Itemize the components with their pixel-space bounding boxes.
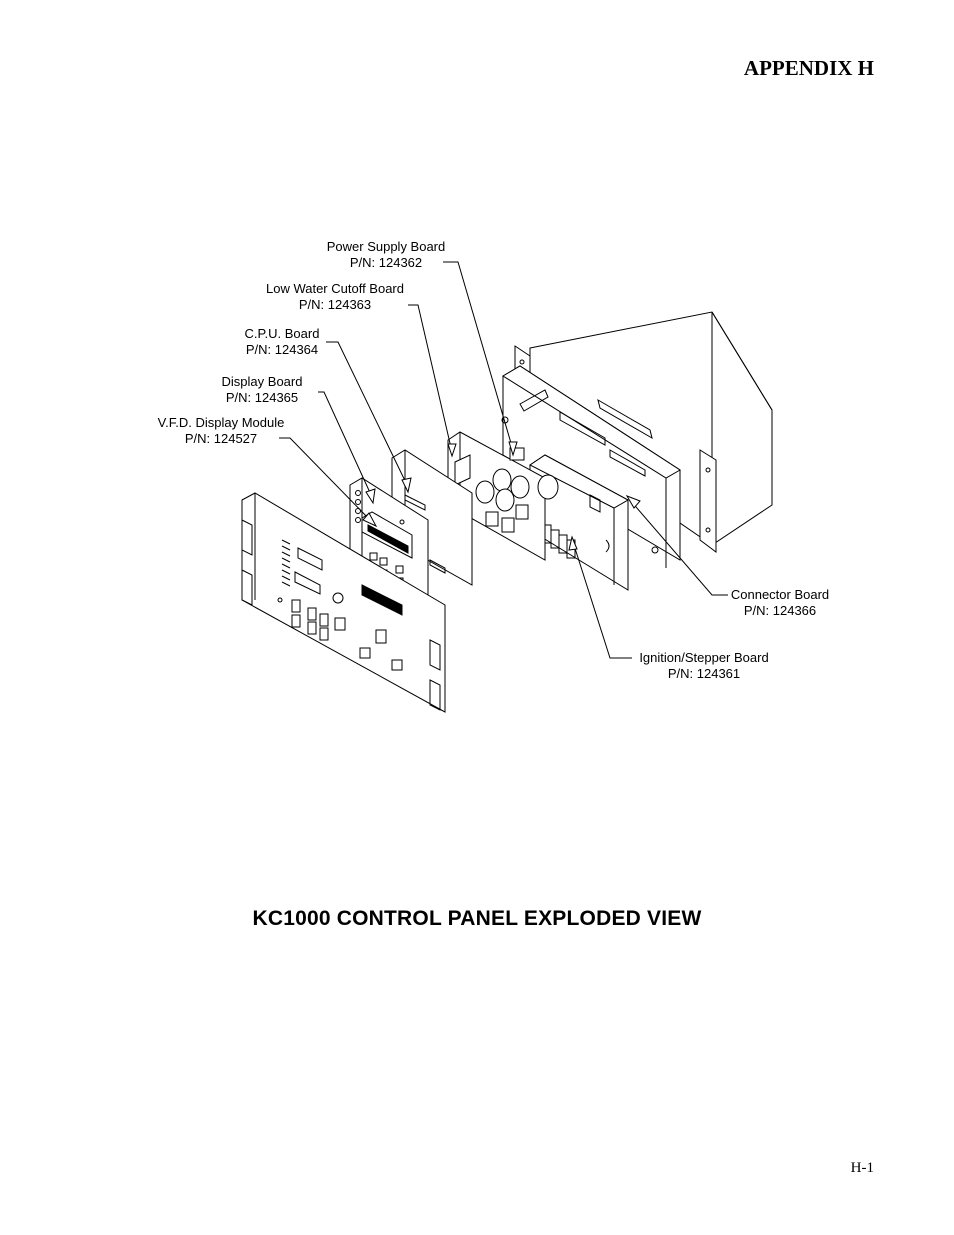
callout-part-number: P/N: 124363 bbox=[298, 297, 372, 312]
front-panel bbox=[241, 492, 446, 713]
leader-lines bbox=[279, 261, 728, 659]
callout-name: C.P.U. Board bbox=[244, 326, 320, 341]
callout-name: Power Supply Board bbox=[326, 239, 446, 254]
callout-connector-board: Connector Board P/N: 124366 bbox=[722, 587, 838, 619]
callout-part-number: P/N: 124361 bbox=[667, 666, 741, 681]
callout-ignition-stepper-board: Ignition/Stepper Board P/N: 124361 bbox=[630, 650, 778, 682]
appendix-heading: APPENDIX H bbox=[743, 56, 874, 80]
connector-board bbox=[501, 365, 681, 568]
page-number: H-1 bbox=[850, 1160, 874, 1176]
callout-part-number: P/N: 124362 bbox=[349, 255, 423, 270]
power-supply-board bbox=[447, 431, 559, 561]
diagram-caption: KC1000 CONTROL PANEL EXPLODED VIEW bbox=[0, 907, 954, 931]
callout-low-water-cutoff-board: Low Water Cutoff Board P/N: 124363 bbox=[251, 281, 419, 313]
caption-text: KC1000 CONTROL PANEL EXPLODED VIEW bbox=[252, 907, 702, 930]
callout-vfd-display-module: V.F.D. Display Module P/N: 124527 bbox=[145, 415, 297, 447]
callout-part-number: P/N: 124527 bbox=[184, 431, 258, 446]
callout-display-board: Display Board P/N: 124365 bbox=[210, 374, 314, 406]
callout-name: Low Water Cutoff Board bbox=[265, 281, 404, 296]
callout-part-number: P/N: 124366 bbox=[743, 603, 817, 618]
callout-cpu-board: C.P.U. Board P/N: 124364 bbox=[230, 326, 334, 358]
callout-name: Display Board bbox=[221, 374, 303, 389]
callout-power-supply-board: Power Supply Board P/N: 124362 bbox=[312, 239, 460, 271]
callout-part-number: P/N: 124365 bbox=[225, 390, 299, 405]
callout-name: Connector Board bbox=[730, 587, 830, 602]
callout-name: Ignition/Stepper Board bbox=[639, 650, 769, 665]
callout-name: V.F.D. Display Module bbox=[157, 415, 285, 430]
callout-part-number: P/N: 124364 bbox=[245, 342, 319, 357]
